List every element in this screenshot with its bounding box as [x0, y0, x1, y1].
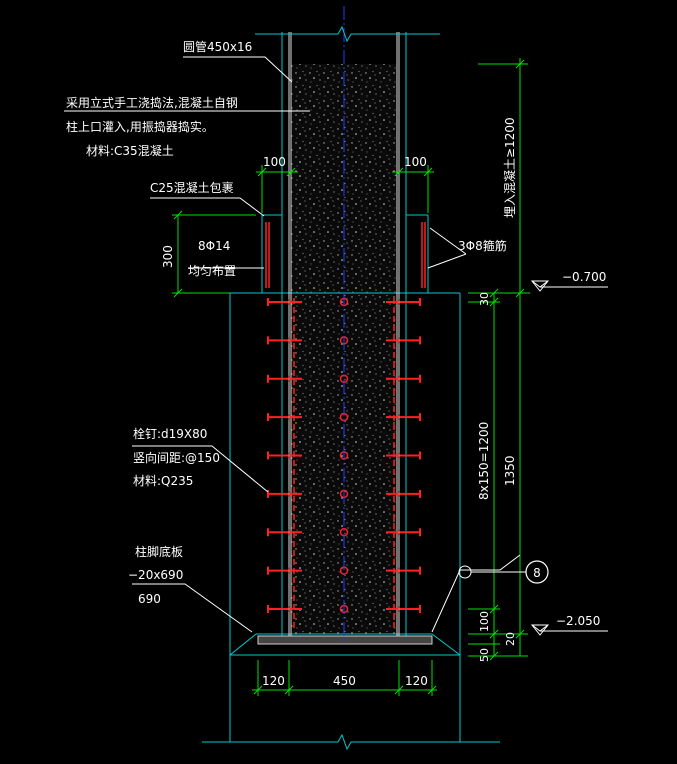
dim-30: 30	[478, 292, 491, 306]
level-bottom-icon	[530, 624, 550, 636]
dim-base-450: 450	[333, 674, 356, 688]
stud-material: 材料:Q235	[133, 474, 193, 488]
embed-depth-label: 埋入混凝土≥1200	[502, 117, 517, 218]
dim-right-100: 100	[404, 155, 427, 169]
encase-label: C25混凝土包裹	[150, 180, 234, 195]
rebar-note: 均匀布置	[188, 264, 236, 278]
stud-size: 栓钉:d19X80	[133, 426, 207, 441]
break-lines	[202, 25, 500, 751]
dim-20: 20	[504, 632, 517, 646]
dim-8x150: 8x150=1200	[477, 422, 491, 500]
grid-bubble-icon	[525, 560, 549, 584]
dim-300: 300	[161, 245, 175, 268]
dim-base-120-left: 120	[262, 674, 285, 688]
pipe-label: 圆管450x16	[183, 39, 252, 54]
rebar-cage	[265, 222, 426, 628]
dim-100: 100	[478, 611, 491, 632]
dim-left-100: 100	[263, 155, 286, 169]
level-bottom-label: −2.050	[556, 614, 600, 628]
dim-1350: 1350	[503, 455, 517, 486]
rebar-count: 8Φ14	[198, 239, 230, 253]
dim-base-120-right: 120	[405, 674, 428, 688]
baseplate-size: −20x690	[128, 568, 183, 582]
dimension-lines	[172, 58, 530, 696]
stirrup-label: 3Φ8箍筋	[458, 238, 507, 253]
material-line1: 材料:C35混凝土	[86, 143, 174, 158]
leader-lines	[64, 56, 608, 633]
grid-label: 8	[533, 566, 541, 580]
method-line2: 柱上口灌入,用振捣器捣实。	[66, 119, 214, 134]
level-top-icon	[530, 280, 550, 292]
steel-tube	[257, 32, 433, 645]
shear-studs	[267, 297, 421, 614]
level-top-label: −0.700	[562, 270, 606, 284]
stud-spacing: 竖向间距:@150	[133, 450, 220, 465]
method-line1: 采用立式手工浇捣法,混凝土自钢	[66, 95, 238, 110]
dim-50: 50	[478, 648, 491, 662]
baseplate-title: 柱脚底板	[135, 544, 183, 559]
baseplate-width: 690	[138, 592, 161, 606]
